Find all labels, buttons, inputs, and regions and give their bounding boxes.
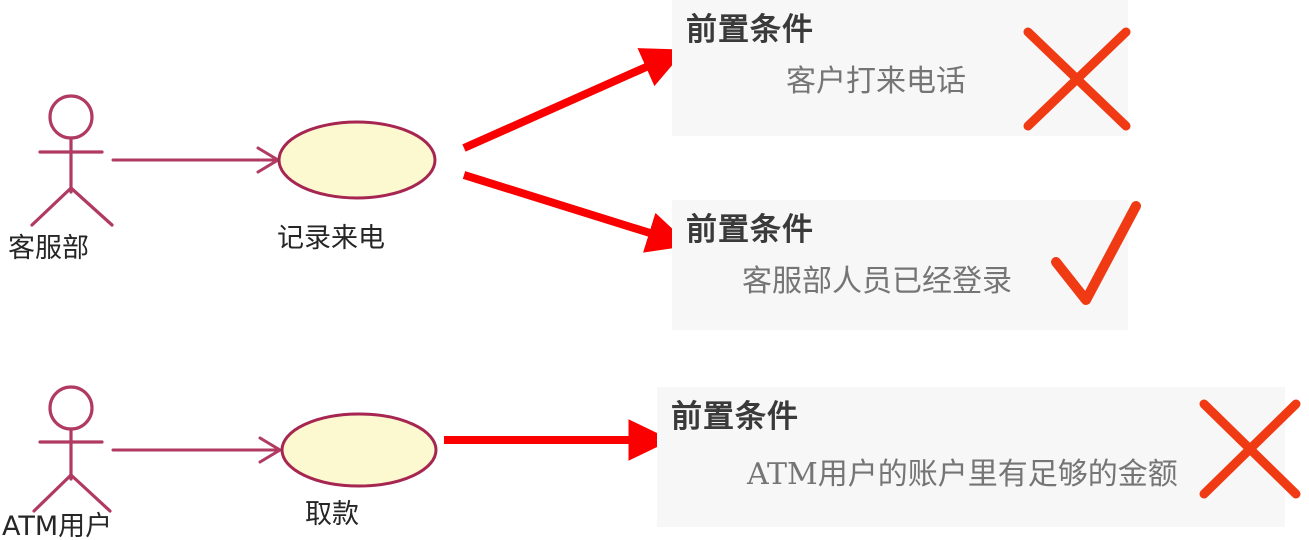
annotation-arrow-to-precondition-2	[462, 171, 691, 253]
precondition-panel-agent-logged-in: 前置条件 客服部人员已经登录	[672, 200, 1128, 330]
use-case-row-atm-withdrawal: ATM用户 取款	[0, 375, 460, 540]
cross-mark-icon	[1023, 27, 1131, 131]
precondition-title: 前置条件	[686, 12, 814, 48]
precondition-title: 前置条件	[686, 212, 814, 248]
actor-head-icon	[48, 385, 94, 431]
precondition-panel-customer-calls: 前置条件 客户打来电话	[672, 0, 1128, 136]
annotation-arrow-to-precondition-1	[462, 48, 686, 152]
uml-row-graphics	[32, 385, 438, 513]
use-case-ellipse	[277, 120, 437, 200]
use-case-label: 记录来电	[277, 223, 385, 254]
check-mark-icon	[1051, 201, 1141, 305]
precondition-body: 客户打来电话	[786, 64, 966, 99]
actor-label: 客服部	[8, 233, 89, 264]
annotation-arrow-group-atm	[444, 419, 672, 461]
association-arrowhead	[258, 436, 283, 464]
precondition-body: ATM用户的账户里有足够的金额	[747, 457, 1178, 492]
precondition-panel-sufficient-funds: 前置条件 ATM用户的账户里有足够的金额	[657, 387, 1285, 527]
actor-leg-right	[69, 186, 114, 227]
precondition-title: 前置条件	[671, 399, 799, 435]
actor-figure	[30, 94, 114, 227]
actor-leg-left	[32, 473, 73, 513]
uml-row-graphics	[30, 94, 437, 227]
actor-figure	[32, 385, 112, 513]
actor-head-icon	[48, 94, 94, 140]
cross-mark-icon	[1199, 399, 1301, 499]
actor-leg-right	[69, 473, 112, 513]
use-case-ellipse	[280, 412, 438, 488]
actor-label: ATM用户	[2, 511, 113, 540]
actor-leg-left	[30, 186, 73, 227]
use-case-row-call-logging: 客服部 记录来电	[0, 80, 460, 290]
association-arrow	[111, 146, 281, 174]
annotation-arrow-branch-group	[462, 48, 691, 253]
use-case-label: 取款	[305, 499, 359, 530]
precondition-body: 客服部人员已经登录	[742, 264, 1012, 299]
association-arrow	[111, 436, 283, 464]
